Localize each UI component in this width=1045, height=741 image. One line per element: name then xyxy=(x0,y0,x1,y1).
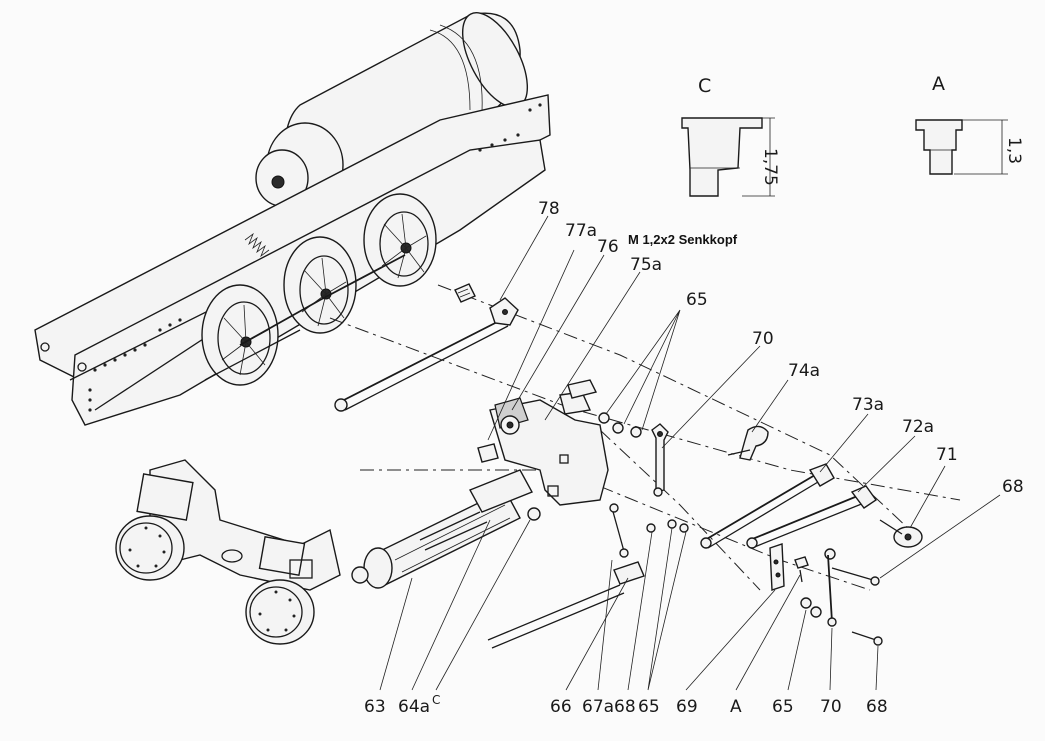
label-70-top: 70 xyxy=(752,329,774,349)
label-68-bottom: 68 xyxy=(614,697,636,717)
label-74a: 74a xyxy=(788,361,820,381)
detail-c-letter: C xyxy=(698,75,711,97)
label-67a: 67a xyxy=(582,697,614,717)
label-75a: 75a xyxy=(630,255,662,275)
label-77a: 77a xyxy=(565,221,597,241)
center-lines xyxy=(329,284,961,591)
detail-c-dimension: 1,75 xyxy=(760,148,780,186)
driving-wheels xyxy=(201,193,437,386)
label-70-bottom: 70 xyxy=(820,697,842,717)
label-c: C xyxy=(432,693,440,707)
label-65-top: 65 xyxy=(686,290,708,310)
detail-c: C 1,75 xyxy=(681,75,780,197)
detail-a-dimension: 1,3 xyxy=(1004,137,1024,164)
detail-a-letter: A xyxy=(932,73,945,95)
label-68-right: 68 xyxy=(1002,477,1024,497)
screw-note: M 1,2x2 Senkkopf xyxy=(628,232,738,247)
label-64a: 64a xyxy=(398,697,430,717)
label-65-bottom-left: 65 xyxy=(638,697,660,717)
label-78: 78 xyxy=(538,199,560,219)
label-65-bottom-right: 65 xyxy=(772,697,794,717)
label-66: 66 xyxy=(550,697,572,717)
label-76: 76 xyxy=(597,237,619,257)
label-69: 69 xyxy=(676,697,698,717)
label-72a: 72a xyxy=(902,417,934,437)
detail-a: A 1,3 xyxy=(915,73,1024,175)
label-73a: 73a xyxy=(852,395,884,415)
valve-gear-parts xyxy=(334,283,923,649)
label-a: A xyxy=(730,697,742,717)
locomotive-chassis xyxy=(34,12,551,426)
label-71: 71 xyxy=(936,445,958,465)
bogie-truck xyxy=(115,459,341,645)
label-68-bottom-right: 68 xyxy=(866,697,888,717)
leader-lines xyxy=(379,215,1001,691)
label-63: 63 xyxy=(364,697,386,717)
part-number-labels: 78 77a 76 75a 65 70 74a 73a 72a 71 68 63… xyxy=(364,199,1024,717)
